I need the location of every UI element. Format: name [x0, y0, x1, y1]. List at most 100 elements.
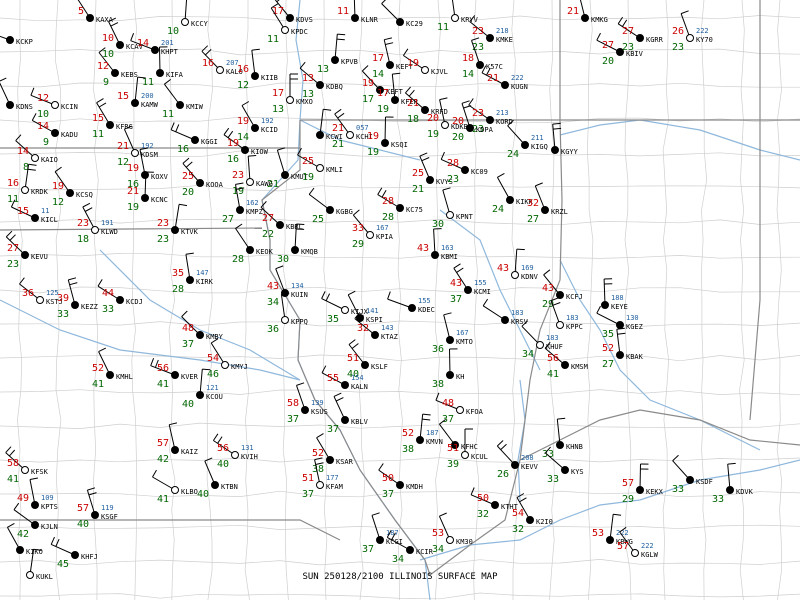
wind-barb: [377, 194, 401, 209]
wind-barb-flag: [386, 530, 392, 538]
sky-cover-icon: [361, 361, 369, 369]
dewpoint-label: 46: [207, 369, 219, 380]
wind-barb-flag: [315, 462, 324, 465]
dewpoint-label: 37: [182, 339, 194, 350]
wind-barb: [6, 527, 21, 551]
pressure-label: 188: [611, 294, 624, 302]
dewpoint-label: 37: [327, 424, 339, 435]
station-id-label: KCWI: [326, 133, 343, 141]
sky-cover-icon: [511, 461, 519, 469]
wind-barb-flag: [596, 305, 601, 314]
wind-barb: [321, 298, 346, 311]
temperature-label: 21: [332, 123, 344, 134]
dewpoint-label: 37: [302, 489, 314, 500]
wind-barb: [181, 316, 201, 336]
wind-barb: [276, 149, 286, 176]
wind-barb-flag: [680, 10, 689, 15]
dewpoint-label: 19: [127, 202, 139, 213]
wind-barb-flag: [402, 48, 409, 56]
sky-cover-icon: [356, 314, 364, 322]
wind-barb: [334, 113, 351, 136]
sky-cover-icon: [286, 14, 294, 22]
dewpoint-label: 27: [527, 214, 539, 225]
sky-cover-icon: [246, 246, 254, 254]
wind-barb-flag: [87, 487, 96, 491]
dewpoint-label: 20: [182, 187, 194, 198]
wind-barb-flag: [175, 124, 180, 132]
dewpoint-label: 41: [547, 369, 559, 380]
wind-barb-flag: [381, 190, 387, 198]
temperature-label: 53: [592, 528, 604, 539]
temperature-label: 36: [22, 288, 34, 299]
dewpoint-label: 36: [432, 344, 444, 355]
dewpoint-label: 9: [43, 137, 49, 148]
station-id-label: KMHL: [116, 373, 133, 381]
dewpoint-label: 23: [157, 234, 169, 245]
dewpoint-label: 33: [57, 309, 69, 320]
wind-barb-flag: [500, 443, 507, 450]
wind-barb: [82, 206, 96, 231]
station-id-label: KCUL: [471, 453, 488, 461]
wind-barb: [596, 39, 621, 53]
station-id-label: KPNT: [456, 213, 474, 221]
wind-barb-flag: [461, 100, 470, 104]
wind-barb: [24, 164, 30, 191]
wind-barb: [241, 105, 256, 129]
sky-cover-icon: [156, 69, 164, 77]
station-id-label: KCHI: [356, 133, 373, 141]
wind-barb-flag: [333, 392, 342, 397]
wind-barb: [5, 236, 26, 256]
wind-barb-flag: [124, 125, 132, 130]
sky-cover-icon: [251, 72, 259, 80]
wind-barb: [544, 347, 566, 366]
wind-barb: [251, 50, 256, 77]
sky-cover-icon: [116, 41, 124, 49]
station-id-label: KMBY: [206, 333, 224, 341]
wind-barb-flag: [391, 532, 396, 541]
wind-barb: [316, 437, 331, 461]
temperature-label: 28: [447, 158, 459, 169]
wind-barb-flag: [108, 17, 117, 23]
wind-barb-flag: [7, 522, 15, 528]
station-id-label: KMUT: [291, 173, 309, 181]
sky-cover-icon: [446, 211, 454, 219]
temperature-label: 32: [357, 323, 369, 334]
pressure-label: 183: [511, 309, 524, 317]
wind-barb-flag: [179, 203, 188, 207]
wind-barb-flag: [98, 347, 107, 353]
sky-cover-icon: [111, 69, 119, 77]
station-id-label: KSPI: [366, 316, 383, 324]
wind-barb-flag: [323, 108, 332, 111]
dewpoint-label: 40: [197, 489, 209, 500]
wind-barb: [521, 325, 541, 346]
station-id-label: KIIB: [261, 74, 278, 82]
station-id-label: KAMW: [141, 101, 159, 109]
station-id-label: KMTO: [456, 338, 473, 346]
wind-barb-flag: [235, 182, 244, 185]
wind-barb-flag: [10, 199, 16, 208]
temperature-label: 17: [377, 88, 389, 99]
station-id-label: KH: [456, 373, 464, 381]
station-id-label: KVER: [181, 373, 199, 381]
temperature-label: 21: [407, 98, 419, 109]
pressure-label: 177: [326, 474, 339, 482]
dewpoint-label: 26: [497, 469, 509, 480]
wind-barb: [438, 515, 451, 541]
temperature-label: 19: [237, 116, 249, 127]
sky-cover-icon: [51, 129, 59, 137]
dewpoint-label: 21: [267, 179, 279, 190]
wind-barb: [496, 445, 516, 466]
wind-barb-flag: [377, 187, 383, 195]
